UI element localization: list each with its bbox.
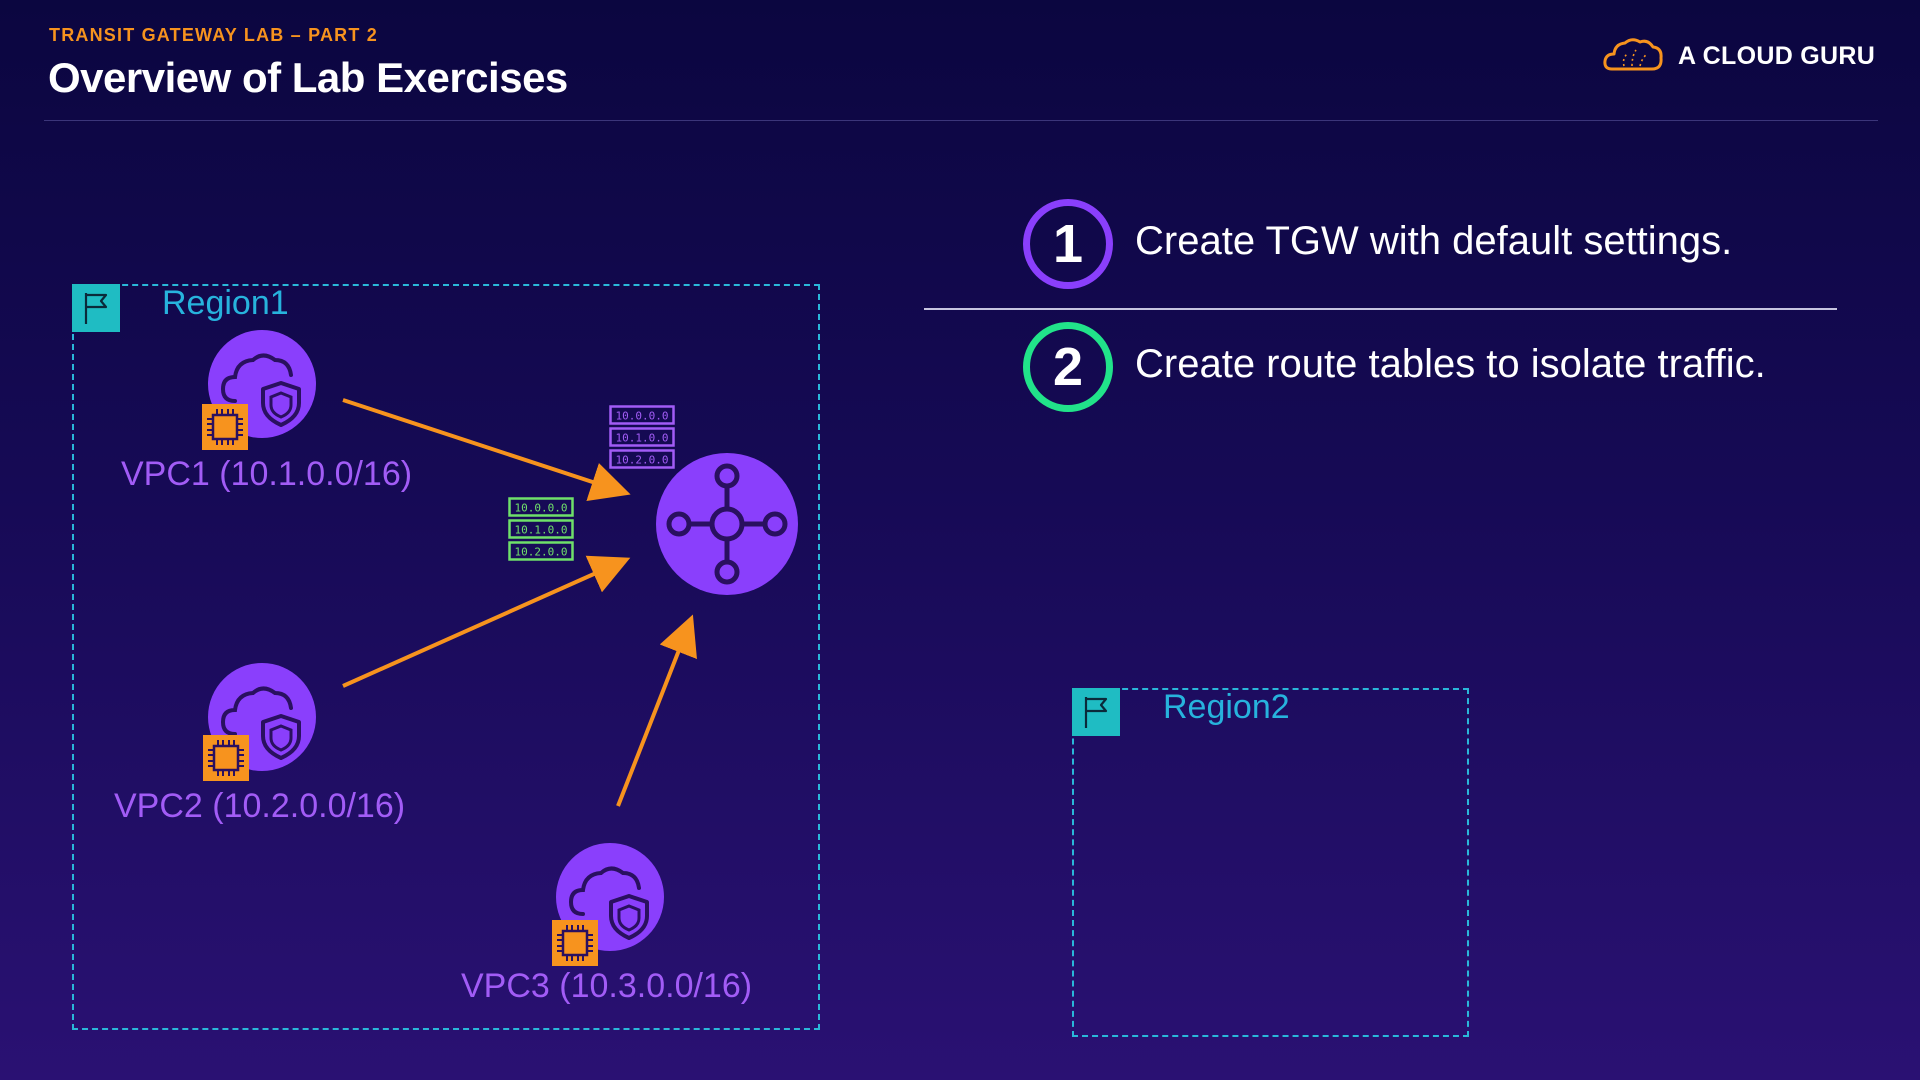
region1-label: Region1 [162,284,289,322]
vpc2-label: VPC2 (10.2.0.0/16) [114,787,406,825]
region2-label: Region2 [1163,688,1290,726]
step2-text: Create route tables to isolate traffic. [1135,342,1766,386]
step1-text: Create TGW with default settings. [1135,219,1733,263]
region1-boundary [72,284,820,1030]
route-entry: 10.1.0.0 [616,432,669,445]
route-table-icon: 10.0.0.0 10.1.0.0 10.2.0.0 [508,497,574,561]
ec2-chip-icon [203,735,249,781]
ec2-chip-icon [552,920,598,966]
route-entry: 10.2.0.0 [515,546,568,559]
slide-title: Overview of Lab Exercises [48,54,568,101]
ec2-chip-icon [202,404,248,450]
slide-subtitle: TRANSIT GATEWAY LAB – PART 2 [49,25,378,45]
route-table-icon: 10.0.0.0 10.1.0.0 10.2.0.0 [609,405,675,469]
vpc3-ec2-badge [552,920,598,966]
brand-logo: A CLOUD GURU [1602,36,1875,76]
transit-gateway-node [656,453,798,595]
vpc1-to-tgw-arrow [342,398,631,502]
vpc1-ec2-badge [202,404,248,450]
route-entry: 10.0.0.0 [616,410,669,423]
transit-gateway-icon [656,453,798,595]
vpc2-ec2-badge [203,735,249,781]
vpc2-to-tgw-arrow [342,555,631,688]
region2-boundary [1072,688,1469,1037]
route-table-green: 10.0.0.0 10.1.0.0 10.2.0.0 [508,497,574,566]
step2-number-badge: 2 [1023,322,1113,412]
route-entry: 10.1.0.0 [515,524,568,537]
step1-number-badge: 1 [1023,199,1113,289]
route-entry: 10.0.0.0 [515,502,568,515]
region1-flag-badge [72,284,120,332]
vpc1-label: VPC1 (10.1.0.0/16) [121,455,413,493]
vpc3-label: VPC3 (10.3.0.0/16) [461,967,753,1005]
brand-name: A CLOUD GURU [1678,41,1876,70]
flag-icon [1084,697,1108,728]
cloud-logo-icon [1603,38,1663,71]
header-divider [44,120,1878,121]
region2-flag-badge [1072,688,1120,736]
vpc3-to-tgw-arrow [616,614,697,807]
route-entry: 10.2.0.0 [616,454,669,467]
steps-divider [924,308,1837,310]
route-table-purple: 10.0.0.0 10.1.0.0 10.2.0.0 [609,405,675,474]
flag-icon [84,293,108,324]
